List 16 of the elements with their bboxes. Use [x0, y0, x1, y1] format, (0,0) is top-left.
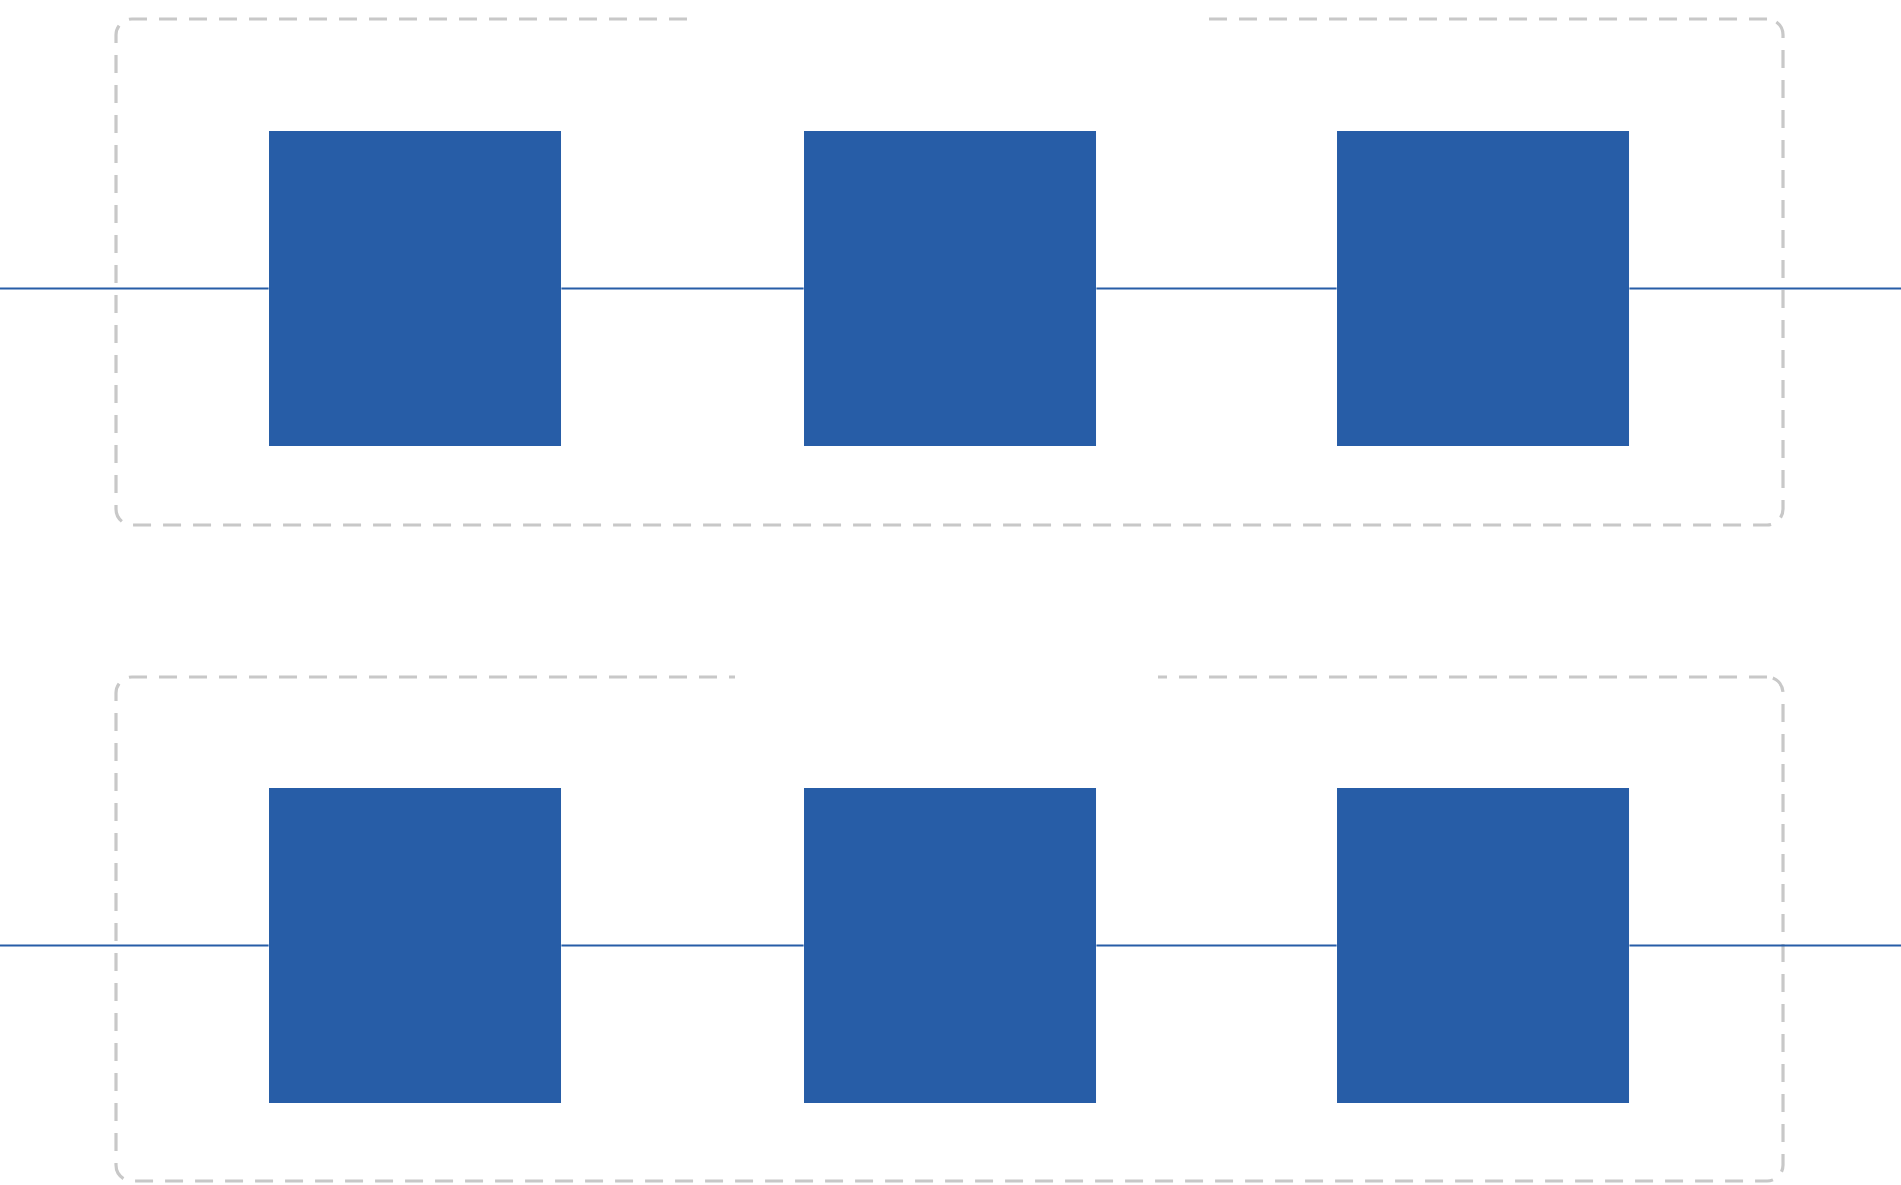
connector-line — [0, 944, 270, 947]
connector-line — [1095, 287, 1338, 290]
block — [269, 788, 561, 1103]
connector-line — [1628, 287, 1901, 290]
connector-line — [560, 944, 805, 947]
connector-line — [1628, 944, 1901, 947]
connector-line — [0, 287, 270, 290]
block — [804, 788, 1096, 1103]
dashed-group-frame — [114, 16, 1785, 527]
connector-line — [560, 287, 805, 290]
connector-line — [1095, 944, 1338, 947]
block — [1337, 131, 1629, 446]
block — [269, 131, 561, 446]
block — [804, 131, 1096, 446]
block — [1337, 788, 1629, 1103]
dashed-group-frame — [114, 674, 1785, 1183]
